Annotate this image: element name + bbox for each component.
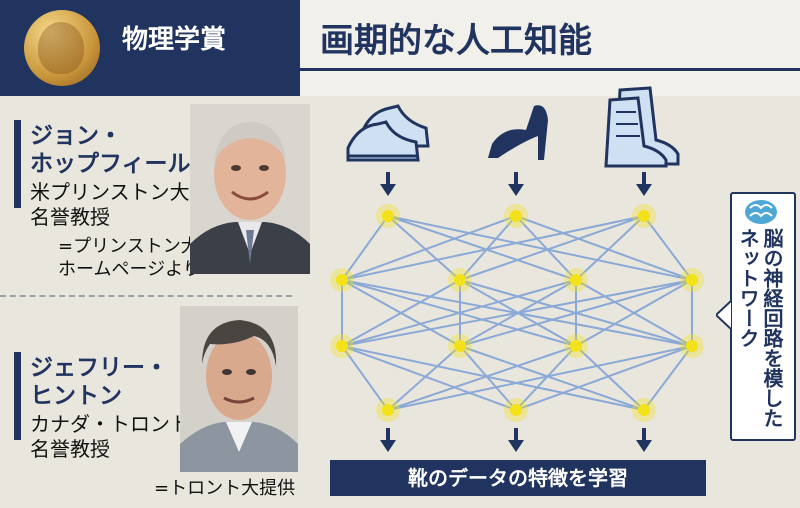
award-title: 物理学賞	[122, 25, 227, 55]
network-node	[570, 340, 582, 352]
caption-bar	[330, 460, 706, 496]
boot-icon	[604, 86, 680, 168]
network-node	[638, 210, 650, 222]
title-banner	[300, 0, 800, 96]
laureate-2-accent-bar	[14, 352, 21, 440]
title-underline	[300, 68, 800, 71]
network-edge	[387, 215, 577, 281]
network-node	[454, 340, 466, 352]
network-edge	[515, 345, 577, 411]
network-edge	[341, 345, 645, 411]
output-arrows	[380, 428, 652, 452]
medal-portrait	[38, 22, 84, 74]
network-edge	[575, 345, 645, 411]
network-edge	[387, 215, 461, 281]
laureate-2-name-line1: ジェフリー・	[30, 355, 168, 381]
network-edge	[515, 215, 693, 281]
network-node	[510, 404, 522, 416]
network-edge	[341, 279, 577, 347]
network-edge	[459, 215, 517, 281]
laureate-1-photo	[190, 104, 310, 274]
network-node	[336, 274, 348, 286]
laureate-2-position-line2: 名誉教授	[30, 437, 110, 461]
network-edge	[575, 215, 645, 281]
network-edge	[515, 215, 577, 281]
callout-pointer	[716, 300, 732, 330]
network-edge	[341, 279, 461, 347]
network-edge	[341, 215, 645, 281]
network-edge	[387, 345, 577, 411]
network-nodes	[330, 204, 704, 422]
network-node	[686, 274, 698, 286]
network-node	[336, 340, 348, 352]
network-edge	[341, 215, 389, 281]
laureate-1-position-line1: 米プリンストン大	[30, 180, 190, 204]
network-edge	[459, 345, 517, 411]
network-edge	[341, 215, 517, 281]
callout-box	[730, 192, 796, 441]
network-edge	[387, 215, 693, 281]
network-node	[382, 210, 394, 222]
high-heel-icon	[488, 105, 548, 160]
network-edge	[459, 215, 645, 281]
laureate-1-name-line2: ホップフィールド	[30, 151, 214, 177]
laureate-1-accent-bar	[14, 120, 21, 208]
neural-network-diagram	[330, 86, 704, 452]
laureate-1-credit-line1: =プリンストン大	[58, 236, 199, 257]
network-node	[686, 340, 698, 352]
sneaker-icon	[346, 104, 430, 162]
nobel-medal-icon	[24, 10, 100, 86]
input-arrows	[380, 172, 652, 196]
network-edge	[459, 345, 645, 411]
laureate-2-credit-line1: =トロント大提供	[154, 478, 296, 499]
laureate-1-credit-line2: ホームページより	[58, 259, 201, 280]
page-title: 画期的な人工知能	[320, 21, 592, 61]
network-edge	[341, 345, 517, 411]
network-edge	[341, 279, 693, 347]
network-node	[382, 404, 394, 416]
network-node	[638, 404, 650, 416]
network-edge	[575, 279, 693, 347]
network-edges	[341, 215, 693, 411]
network-edge	[643, 345, 693, 411]
network-node	[454, 274, 466, 286]
network-node	[510, 210, 522, 222]
laureate-1-position-line2: 名誉教授	[30, 205, 110, 229]
network-edge	[459, 279, 693, 347]
network-node	[570, 274, 582, 286]
caption-text: 靴のデータの特徴を学習	[408, 466, 628, 490]
laureate-2-photo	[180, 306, 298, 472]
callout-text: 脳の神経回路を模したネットワーク	[736, 228, 784, 428]
section-divider	[0, 295, 292, 297]
laureate-2-name-line2: ヒントン	[30, 383, 122, 409]
network-edge	[387, 345, 461, 411]
network-edge	[387, 345, 693, 411]
network-edge	[341, 345, 389, 411]
laureate-1-name-line1: ジョン・	[30, 123, 122, 149]
network-edge	[515, 345, 693, 411]
network-edge	[643, 215, 693, 281]
brain-icon	[745, 200, 777, 224]
